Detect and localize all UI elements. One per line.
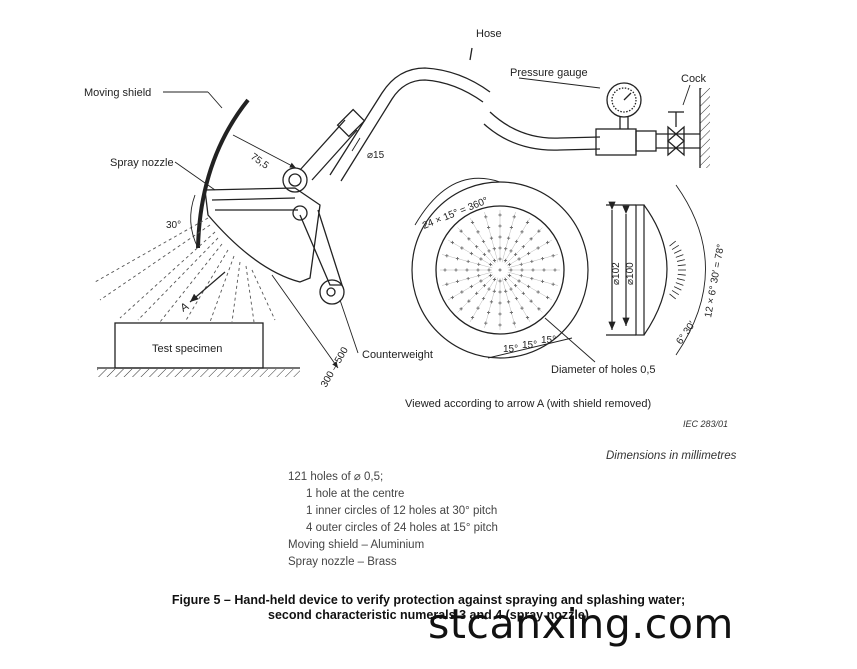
handle-tube	[299, 108, 366, 181]
arc-78-label: 12 × 6° 30′ = 78°	[703, 243, 727, 318]
caption-line-2: second characteristic numerals 3 and 4 (…	[268, 608, 589, 622]
arc-tick	[677, 273, 686, 276]
arrow-a-label: A	[179, 300, 192, 314]
radial-guide	[505, 227, 543, 265]
note-line: 4 outer circles of 24 holes at 15° pitch	[306, 522, 498, 534]
pressure-gauge-label: Pressure gauge	[510, 67, 588, 79]
radial-guide	[484, 211, 499, 263]
arc-tick	[669, 240, 677, 247]
dim-300-500-label: 300 – 500	[319, 345, 351, 389]
test-specimen-label: Test specimen	[152, 343, 222, 355]
leader-lines	[163, 77, 691, 354]
radial-guide	[484, 277, 499, 329]
radial-guide	[505, 275, 543, 313]
arc-tick	[673, 286, 682, 291]
nozzle-face-view	[411, 181, 589, 359]
spray-fan	[94, 217, 276, 323]
arc-tick	[676, 259, 685, 262]
watermark: stcanxing.com	[428, 600, 734, 648]
angle-30-label: 30°	[166, 220, 181, 231]
arc-tick	[675, 282, 684, 286]
nozzle-side-view	[606, 184, 706, 356]
radial-guide	[503, 276, 531, 323]
pitch-360-label: 24 × 15° = 360°	[421, 195, 490, 231]
floor-hatch	[97, 369, 300, 377]
radial-guide	[441, 254, 493, 269]
hole-diameter-leader	[544, 317, 596, 363]
moving-shield-label: Moving shield	[84, 87, 151, 99]
radial-guide	[447, 239, 494, 267]
pitch-15b-label: 15°	[522, 340, 537, 351]
pressure-gauge-icon	[606, 82, 642, 129]
radial-guide	[501, 211, 516, 263]
radial-guide	[503, 217, 531, 264]
arc-6-30-label: 6° 30′	[674, 320, 698, 347]
viewed-note: Viewed according to arrow A (with shield…	[405, 398, 652, 410]
radial-guide	[507, 271, 559, 286]
dim-75-5-label: 75,5	[248, 151, 271, 171]
radial-guide	[469, 276, 497, 323]
pitch-15a-label: 15°	[503, 344, 518, 355]
radial-guide	[506, 239, 553, 267]
arc-tick	[676, 278, 685, 281]
diameter-holes-label: Diameter of holes 0,5	[551, 364, 656, 376]
arc-tick	[669, 293, 677, 300]
spray-hole	[498, 268, 502, 272]
d100-label: ⌀100	[625, 262, 636, 285]
radial-guide	[507, 254, 559, 269]
radial-guide	[501, 277, 516, 329]
arc-tick	[671, 290, 680, 296]
arrow-a-icon	[189, 271, 226, 303]
radial-guide	[469, 217, 497, 264]
test-specimen-block	[114, 322, 264, 369]
arc-tick	[671, 244, 680, 250]
cock	[667, 111, 685, 157]
moving-shield	[196, 98, 250, 249]
wall-hatch	[700, 88, 710, 168]
caption-line-1: Figure 5 – Hand-held device to verify pr…	[171, 593, 686, 607]
radial-guide	[457, 227, 495, 265]
note-line: 121 holes of ⌀ 0,5;	[288, 471, 384, 483]
note-line: 1 inner circles of 12 holes at 30° pitch	[306, 505, 498, 517]
arc-tick	[677, 264, 686, 267]
note-line: Spray nozzle – Brass	[288, 556, 397, 568]
counterweight-label: Counterweight	[362, 349, 433, 361]
radial-guide	[457, 275, 495, 313]
note-line: Moving shield – Aluminium	[288, 539, 425, 551]
arc-tick	[675, 254, 684, 258]
radial-guide	[506, 273, 553, 301]
dimensions-note: Dimensions in millimetres	[606, 450, 737, 462]
dim-d15-label: ⌀15	[367, 150, 385, 161]
radial-guide	[447, 273, 494, 301]
figure-caption: Figure 5 – Hand-held device to verify pr…	[0, 593, 857, 623]
hose-assembly	[329, 47, 700, 182]
spray-nozzle-label: Spray nozzle	[110, 157, 174, 169]
hose-label: Hose	[476, 28, 502, 40]
arc-tick	[673, 249, 682, 254]
spray-nozzle-body	[204, 167, 345, 305]
d102-label: ⌀102	[611, 262, 622, 285]
radial-guide	[441, 271, 493, 286]
iec-reference: IEC 283/01	[683, 419, 729, 429]
pitch-15c-label: 15°	[541, 335, 556, 346]
cock-label: Cock	[681, 73, 707, 85]
notes-list: 121 holes of ⌀ 0,5; 1 hole at the centre…	[288, 469, 498, 571]
note-line: 1 hole at the centre	[306, 488, 405, 500]
